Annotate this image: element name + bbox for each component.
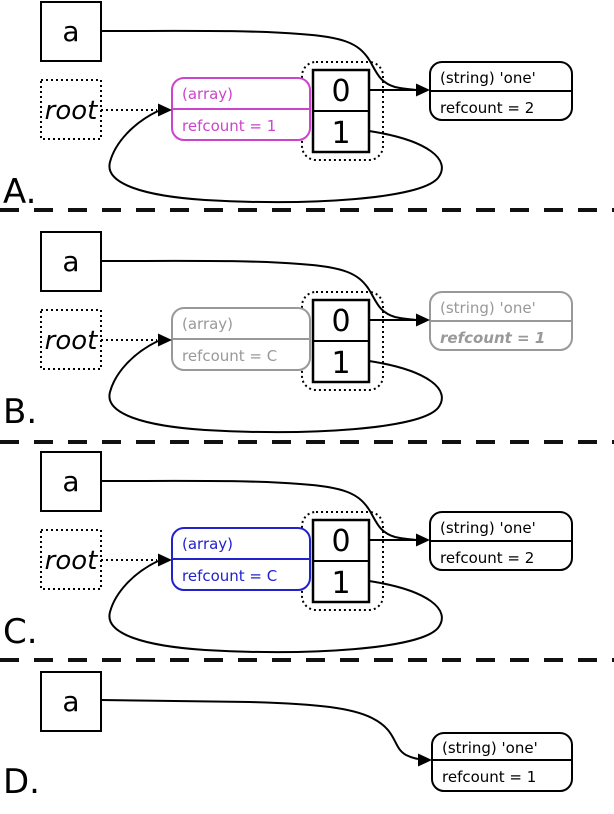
string-arrowhead-icon bbox=[416, 533, 430, 547]
array-arrowhead-icon bbox=[158, 333, 172, 347]
panel-d: a (string) 'one' refcount = 1 D. bbox=[3, 671, 573, 802]
panel-c: a root (array) refcount = C 0 1 (string)… bbox=[3, 451, 573, 654]
cell-1-label: 1 bbox=[331, 566, 350, 601]
array-type-label: (array) bbox=[182, 85, 233, 103]
dashed-separator-3 bbox=[0, 658, 614, 662]
cell-0-label: 0 bbox=[331, 74, 350, 109]
string-node-text: (string) 'one' refcount = 2 bbox=[440, 69, 536, 117]
root-box bbox=[40, 529, 102, 590]
variable-a-box bbox=[40, 1, 102, 62]
string-node-box bbox=[431, 732, 573, 792]
string-node-text: (string) 'one' refcount = 2 bbox=[440, 519, 536, 567]
string-node-box bbox=[429, 61, 573, 121]
cell1-cycle-arrow bbox=[108, 340, 443, 434]
a-to-string-arrow bbox=[100, 479, 417, 541]
root-label: root bbox=[45, 546, 99, 576]
root-box bbox=[40, 79, 102, 140]
string-arrowhead-icon bbox=[416, 313, 430, 327]
a-to-string-arrow bbox=[100, 699, 419, 760]
array-node-box bbox=[171, 527, 311, 591]
dashed-separator-2 bbox=[0, 440, 614, 444]
array-refcount-label: refcount = C bbox=[182, 567, 277, 585]
cell1-cycle-arrow bbox=[108, 110, 443, 204]
array-node-text: (array) refcount = C bbox=[182, 315, 277, 365]
array-refcount-label: refcount = 1 bbox=[182, 117, 276, 135]
panel-b: a root (array) refcount = C 0 1 (string)… bbox=[3, 231, 573, 434]
cell-1-label: 1 bbox=[331, 346, 350, 381]
variable-a-box bbox=[40, 671, 102, 732]
cell-1-label: 1 bbox=[331, 116, 350, 151]
panel-c-label: C. bbox=[3, 612, 38, 652]
cell1-cycle-arrow bbox=[108, 560, 443, 654]
array-node-text: (array) refcount = C bbox=[182, 535, 277, 585]
variable-a-box bbox=[40, 231, 102, 292]
string-arrowhead-icon bbox=[418, 753, 432, 767]
panel-b-label: B. bbox=[3, 392, 37, 432]
root-label: root bbox=[45, 326, 99, 356]
string-refcount-label: refcount = 2 bbox=[440, 99, 534, 117]
array-type-label: (array) bbox=[182, 535, 233, 553]
a-to-string-arrow bbox=[100, 259, 417, 321]
root-box bbox=[40, 309, 102, 370]
variable-a-label: a bbox=[62, 245, 79, 278]
string-type-label: (string) 'one' bbox=[440, 69, 536, 87]
string-node-text: (string) 'one' refcount = 1 bbox=[442, 739, 538, 786]
array-type-label: (array) bbox=[182, 315, 233, 333]
panel-a: a root (array) refcount = 1 0 1 (string)… bbox=[3, 1, 573, 212]
variable-a-label: a bbox=[62, 465, 79, 498]
string-type-label: (string) 'one' bbox=[440, 519, 536, 537]
panel-a-label: A. bbox=[3, 172, 36, 212]
variable-a-label: a bbox=[62, 685, 79, 718]
string-arrowhead-icon bbox=[416, 83, 430, 97]
string-refcount-label: refcount = 1 bbox=[442, 768, 536, 786]
string-node-box bbox=[429, 291, 573, 351]
string-node-text: (string) 'one' refcount = 1 bbox=[440, 299, 545, 347]
cell-0-label: 0 bbox=[331, 524, 350, 559]
array-node-box bbox=[171, 307, 311, 371]
array-node-text: (array) refcount = 1 bbox=[182, 85, 276, 135]
variable-a-label: a bbox=[62, 15, 79, 48]
array-refcount-label: refcount = C bbox=[182, 347, 277, 365]
a-to-string-arrow bbox=[100, 29, 417, 91]
array-node-box bbox=[171, 77, 311, 141]
string-type-label: (string) 'one' bbox=[440, 299, 536, 317]
array-arrowhead-icon bbox=[158, 553, 172, 567]
array-arrowhead-icon bbox=[158, 103, 172, 117]
string-refcount-label: refcount = 1 bbox=[440, 329, 545, 347]
string-refcount-label: refcount = 2 bbox=[440, 549, 534, 567]
string-node-box bbox=[429, 511, 573, 571]
string-type-label: (string) 'one' bbox=[442, 739, 538, 757]
cell-0-label: 0 bbox=[331, 304, 350, 339]
root-label: root bbox=[45, 96, 99, 126]
dashed-separator-1 bbox=[0, 208, 614, 212]
panel-d-label: D. bbox=[3, 762, 40, 802]
